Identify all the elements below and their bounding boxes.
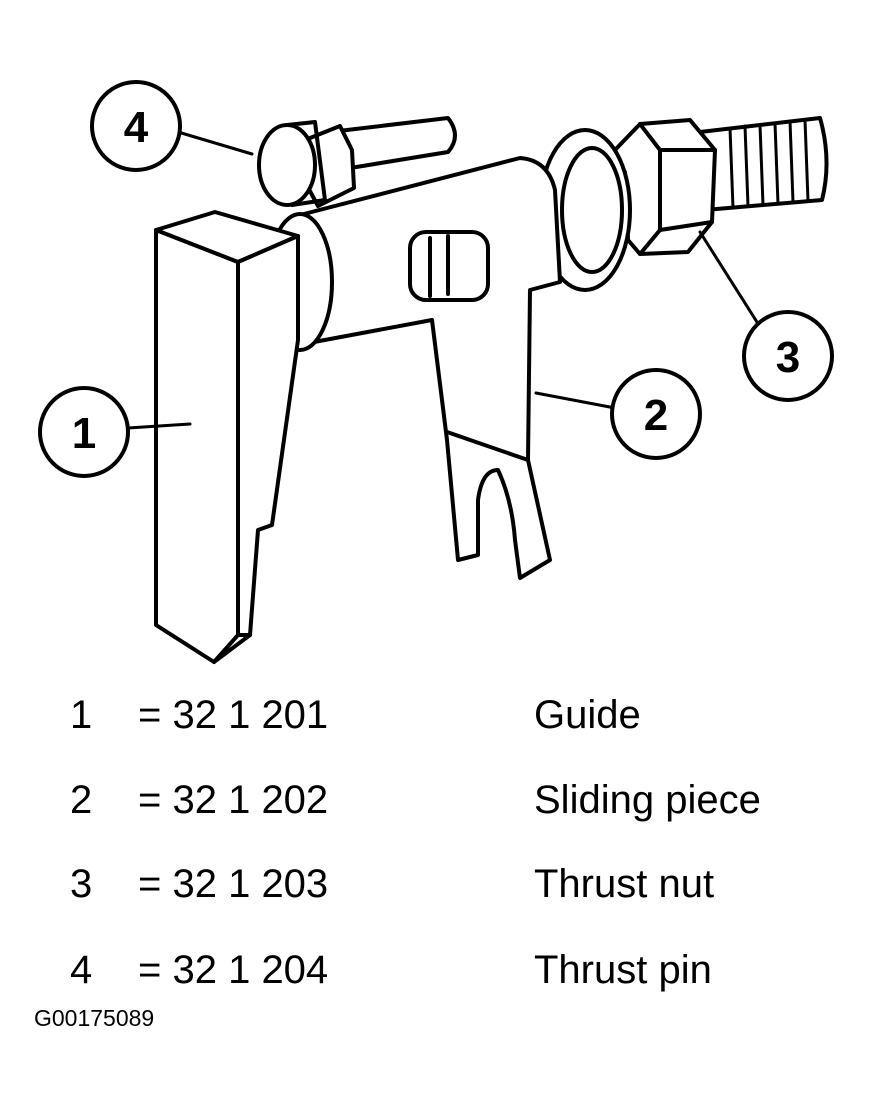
threaded-bolt — [698, 116, 829, 212]
callout-3-label: 3 — [776, 333, 800, 382]
leader-1 — [126, 422, 192, 430]
callout-2-label: 2 — [644, 391, 668, 440]
legend-part-number: = 32 1 202 — [138, 778, 329, 822]
figure-code: G00175089 — [34, 1005, 155, 1031]
legend-description: Guide — [534, 693, 641, 737]
legend-description: Sliding piece — [534, 778, 761, 822]
leader-2 — [534, 391, 617, 410]
legend-description: Thrust pin — [534, 948, 712, 992]
legend-part-number: = 32 1 201 — [138, 693, 329, 737]
tool-illustration: 1 2 3 4 — [38, 80, 834, 664]
callout-4-label: 4 — [124, 103, 149, 152]
callout-1-label: 1 — [72, 409, 96, 458]
thrust-pin — [257, 116, 457, 208]
parts-legend: 1 = 32 1 201 Guide 2 = 32 1 202 Sliding … — [0, 680, 872, 1020]
legend-part-number: = 32 1 204 — [138, 948, 329, 992]
washer — [538, 128, 632, 292]
callout-4: 4 — [90, 80, 182, 172]
legend-row: 3 = 32 1 203 Thrust nut — [0, 854, 872, 914]
legend-part-number: = 32 1 203 — [138, 862, 329, 906]
sliding-piece — [266, 156, 562, 580]
legend-row: 4 = 32 1 204 Thrust pin — [0, 940, 872, 1000]
legend-number: 3 — [70, 862, 93, 906]
legend-number: 4 — [70, 948, 93, 992]
callout-1: 1 — [38, 386, 130, 478]
leader-4 — [176, 130, 254, 156]
legend-description: Thrust nut — [534, 862, 715, 906]
callout-3: 3 — [742, 310, 834, 402]
leader-3 — [698, 230, 764, 332]
legend-number: 1 — [70, 693, 93, 737]
callout-leaders — [126, 130, 764, 430]
legend-number: 2 — [70, 778, 93, 822]
legend-row: 1 = 32 1 201 Guide — [0, 685, 872, 745]
callout-2: 2 — [610, 368, 702, 460]
legend-row: 2 = 32 1 202 Sliding piece — [0, 770, 872, 830]
guide — [154, 210, 300, 664]
